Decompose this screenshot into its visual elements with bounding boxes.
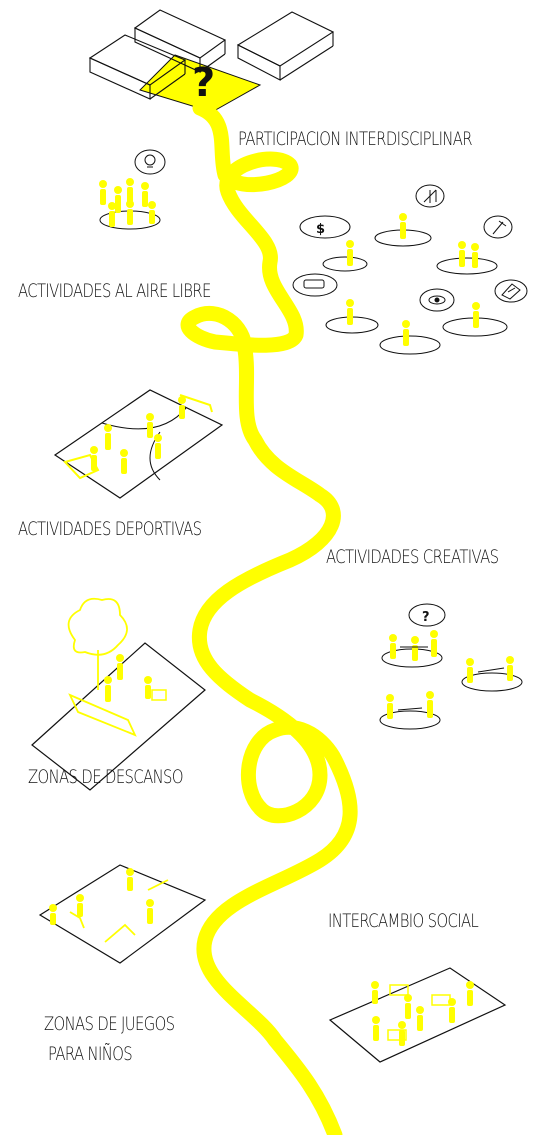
building-left — [88, 34, 187, 100]
label-creativas: ACTIVIDADES CREATIVAS — [326, 546, 499, 568]
speech-bubble — [483, 215, 513, 239]
creative-group-1: ? — [381, 603, 446, 668]
sports-field — [53, 389, 224, 499]
rest-zone — [31, 597, 206, 791]
label-juegos-line1: ZONAS DE JUEGOS — [44, 1013, 175, 1035]
bus-icon — [303, 279, 325, 289]
label-participacion: PARTICIPACION INTERDISCIPLINAR — [238, 128, 473, 150]
speech-bubble — [292, 273, 338, 297]
social-zone — [328, 967, 507, 1063]
building-right — [236, 11, 335, 81]
easel-group — [374, 184, 445, 247]
drawing-board-icon — [501, 283, 521, 300]
hammer-group — [436, 215, 513, 275]
lightbulb-group — [99, 149, 166, 230]
bus-group — [292, 273, 379, 334]
tree-icon — [67, 597, 128, 690]
building-center — [133, 9, 227, 73]
eye-icon — [428, 295, 446, 305]
easel-icon — [423, 189, 437, 203]
creative-group-2 — [461, 656, 523, 692]
label-descanso: ZONAS DE DESCANSO — [28, 766, 183, 788]
winding-path — [180, 100, 358, 1135]
play-zone — [38, 864, 207, 964]
money-group: $ — [299, 215, 368, 272]
speech-bubble — [415, 184, 445, 208]
speech-bubble — [408, 603, 446, 627]
people-cluster — [99, 178, 156, 227]
speech-bubble — [419, 288, 455, 312]
speech-bubble — [494, 279, 528, 303]
label-juegos-line2: PARA NIÑOS — [48, 1043, 133, 1065]
label-deportivas: ACTIVIDADES DEPORTIVAS — [18, 518, 202, 540]
question-icon: ? — [192, 60, 215, 106]
label-aire-libre: ACTIVIDADES AL AIRE LIBRE — [18, 280, 211, 302]
buildings-block: ? — [88, 9, 335, 113]
speech-bubble — [299, 215, 351, 239]
speech-bubble — [134, 149, 166, 175]
drawing-board-group — [442, 279, 528, 337]
hammer-icon — [492, 220, 507, 235]
question-icon: ? — [422, 610, 430, 625]
money-icon: $ — [316, 222, 325, 237]
label-intercambio: INTERCAMBIO SOCIAL — [328, 910, 479, 932]
eye-group — [379, 288, 455, 355]
creative-group-3 — [379, 691, 441, 730]
lightbulb-icon — [144, 154, 156, 168]
